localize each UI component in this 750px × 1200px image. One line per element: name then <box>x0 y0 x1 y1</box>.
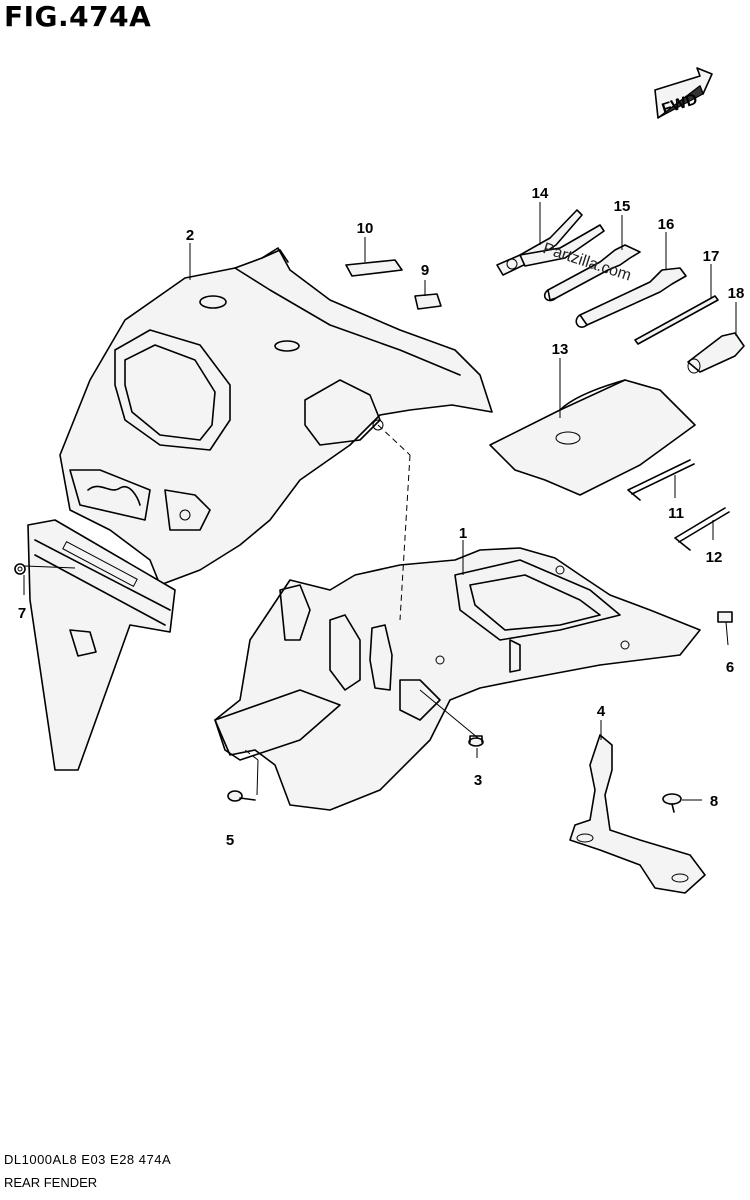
part-5-screw-icon <box>227 790 256 802</box>
figure-title: FIG.474A <box>4 0 152 33</box>
callout-15: 15 <box>614 198 631 215</box>
callout-10: 10 <box>357 220 374 237</box>
callout-17: 17 <box>703 248 720 265</box>
callout-8: 8 <box>710 793 718 810</box>
part-3-bolt-icon <box>468 735 484 747</box>
part-8-rivet-icon <box>662 793 682 813</box>
part-7-tail-bracket <box>14 519 176 771</box>
callout-14: 14 <box>532 185 549 202</box>
callout-1: 1 <box>459 525 467 542</box>
part-4-bracket <box>569 734 706 894</box>
part-11-hex-key-icon <box>627 459 695 501</box>
part-14-pliers-icon <box>496 209 605 276</box>
fwd-arrow-icon: FWD <box>654 67 713 119</box>
part-16-wrench-icon <box>575 267 687 328</box>
leader-lines <box>23 202 737 801</box>
callout-7: 7 <box>18 605 26 622</box>
part-9-small-label <box>414 293 442 310</box>
callout-18: 18 <box>728 285 745 302</box>
diagram-name: REAR FENDER <box>4 1175 98 1190</box>
callout-16: 16 <box>658 216 675 233</box>
part-13-tool-bag <box>489 379 696 496</box>
callout-11: 11 <box>668 505 684 522</box>
part-15-wrench-icon <box>543 244 641 302</box>
callout-2: 2 <box>186 227 194 244</box>
diagram-code: DL1000AL8 E03 E28 474A <box>4 1152 172 1167</box>
callout-3: 3 <box>474 772 482 789</box>
part-17-screwdriver-icon <box>634 295 719 345</box>
callout-12: 12 <box>706 549 723 566</box>
part-6-clip-nut-icon <box>717 611 733 623</box>
callout-9: 9 <box>421 262 429 279</box>
part-10-label-pad <box>345 259 403 277</box>
callout-13: 13 <box>552 341 569 358</box>
callout-5: 5 <box>226 832 234 849</box>
part-1-rear-fender <box>214 547 701 811</box>
callout-4: 4 <box>597 703 606 720</box>
callout-6: 6 <box>726 659 734 676</box>
part-12-hex-key-icon <box>674 507 730 551</box>
callout-labels: 1 2 3 4 5 6 7 8 9 10 11 12 13 14 15 16 1… <box>18 185 745 849</box>
part-18-handle-icon <box>687 332 745 374</box>
part-2-rear-cowl <box>59 247 493 586</box>
